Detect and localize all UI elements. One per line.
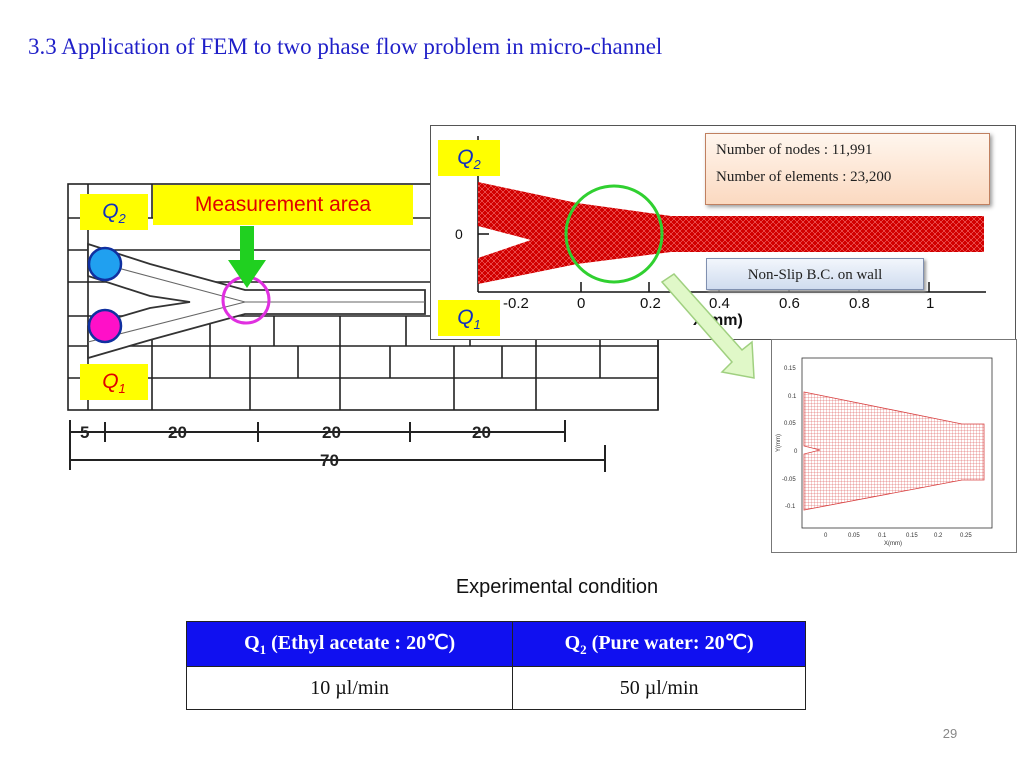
zoom-circle [564,184,664,284]
mesh-region [478,182,984,284]
mesh-x-tick-0: 0 [824,533,828,539]
mesh-y-tick-4: -0.05 [782,477,796,483]
x-tick-3: 0.4 [709,295,730,312]
mesh-x-tick-5: 0.25 [960,533,972,539]
mesh-zoom-plot: 0.15 0.1 0.05 0 -0.05 -0.1 0 0.05 0.1 0.… [771,339,1017,553]
mesh-y-tick-3: 0 [794,449,798,455]
x-tick-2: 0.2 [640,295,661,312]
mesh-y-label: Y(mm) [776,434,782,452]
table-row: 10 µl/min 50 µl/min [185,666,806,710]
table-caption: Experimental condition [455,576,659,598]
q1-inlet-dot [87,308,123,344]
mesh-y-tick-2: 0.05 [784,421,796,427]
mesh-x-tick-3: 0.15 [906,533,918,539]
plot-q1-label: Q1 [438,300,500,336]
dim-20-a: 20 [168,423,187,442]
elements-count: Number of elements : 23,200 [716,169,892,185]
q2-inlet-dot [87,246,123,282]
mesh-x-label: X(mm) [884,541,902,547]
mesh-y-tick-5: -0.1 [785,504,796,510]
cell-q1-rate: 10 µl/min [185,666,514,710]
nodes-count: Number of nodes : 11,991 [716,142,873,158]
plot-q2-label: Q2 [438,140,500,176]
mesh-y-tick-0: 0.15 [784,366,796,372]
dim-70: 70 [320,451,339,470]
q2-label: Q2 [80,194,148,230]
mesh-x-tick-1: 0.05 [848,533,860,539]
nonslip-bc-label: Non-Slip B.C. on wall [706,258,924,290]
cell-q2-rate: 50 µl/min [512,666,806,710]
q1-label: Q1 [80,364,148,400]
experimental-condition-table: Q1 (Ethyl acetate : 20℃) Q2 (Pure water:… [185,621,806,710]
down-arrow-icon [228,226,266,288]
fine-mesh-region [803,391,985,511]
dim-20-c: 20 [472,423,491,442]
x-tick-1: 0 [577,295,586,312]
x-tick-4: 0.6 [779,295,800,312]
y-tick-0: 0 [455,226,463,242]
x-tick-0: -0.2 [503,295,529,312]
slide-title: 3.3 Application of FEM to two phase flow… [28,34,663,59]
mesh-info-box: Number of nodes : 11,991 Number of eleme… [705,133,990,205]
mesh-y-tick-1: 0.1 [788,394,797,400]
x-tick-6: 1 [926,295,935,312]
measurement-area-label: Measurement area [153,185,413,225]
header-q1: Q1 (Ethyl acetate : 20℃) [185,621,514,667]
dim-20-b: 20 [322,423,341,442]
pointer-arrow-icon [660,273,755,379]
page-number: 29 [942,726,958,741]
table-header-row: Q1 (Ethyl acetate : 20℃) Q2 (Pure water:… [185,621,806,667]
mesh-x-tick-4: 0.2 [934,533,943,539]
dim-5: 5 [80,423,89,442]
x-tick-5: 0.8 [849,295,870,312]
header-q2: Q2 (Pure water: 20℃) [512,621,806,667]
mesh-x-tick-2: 0.1 [878,533,887,539]
